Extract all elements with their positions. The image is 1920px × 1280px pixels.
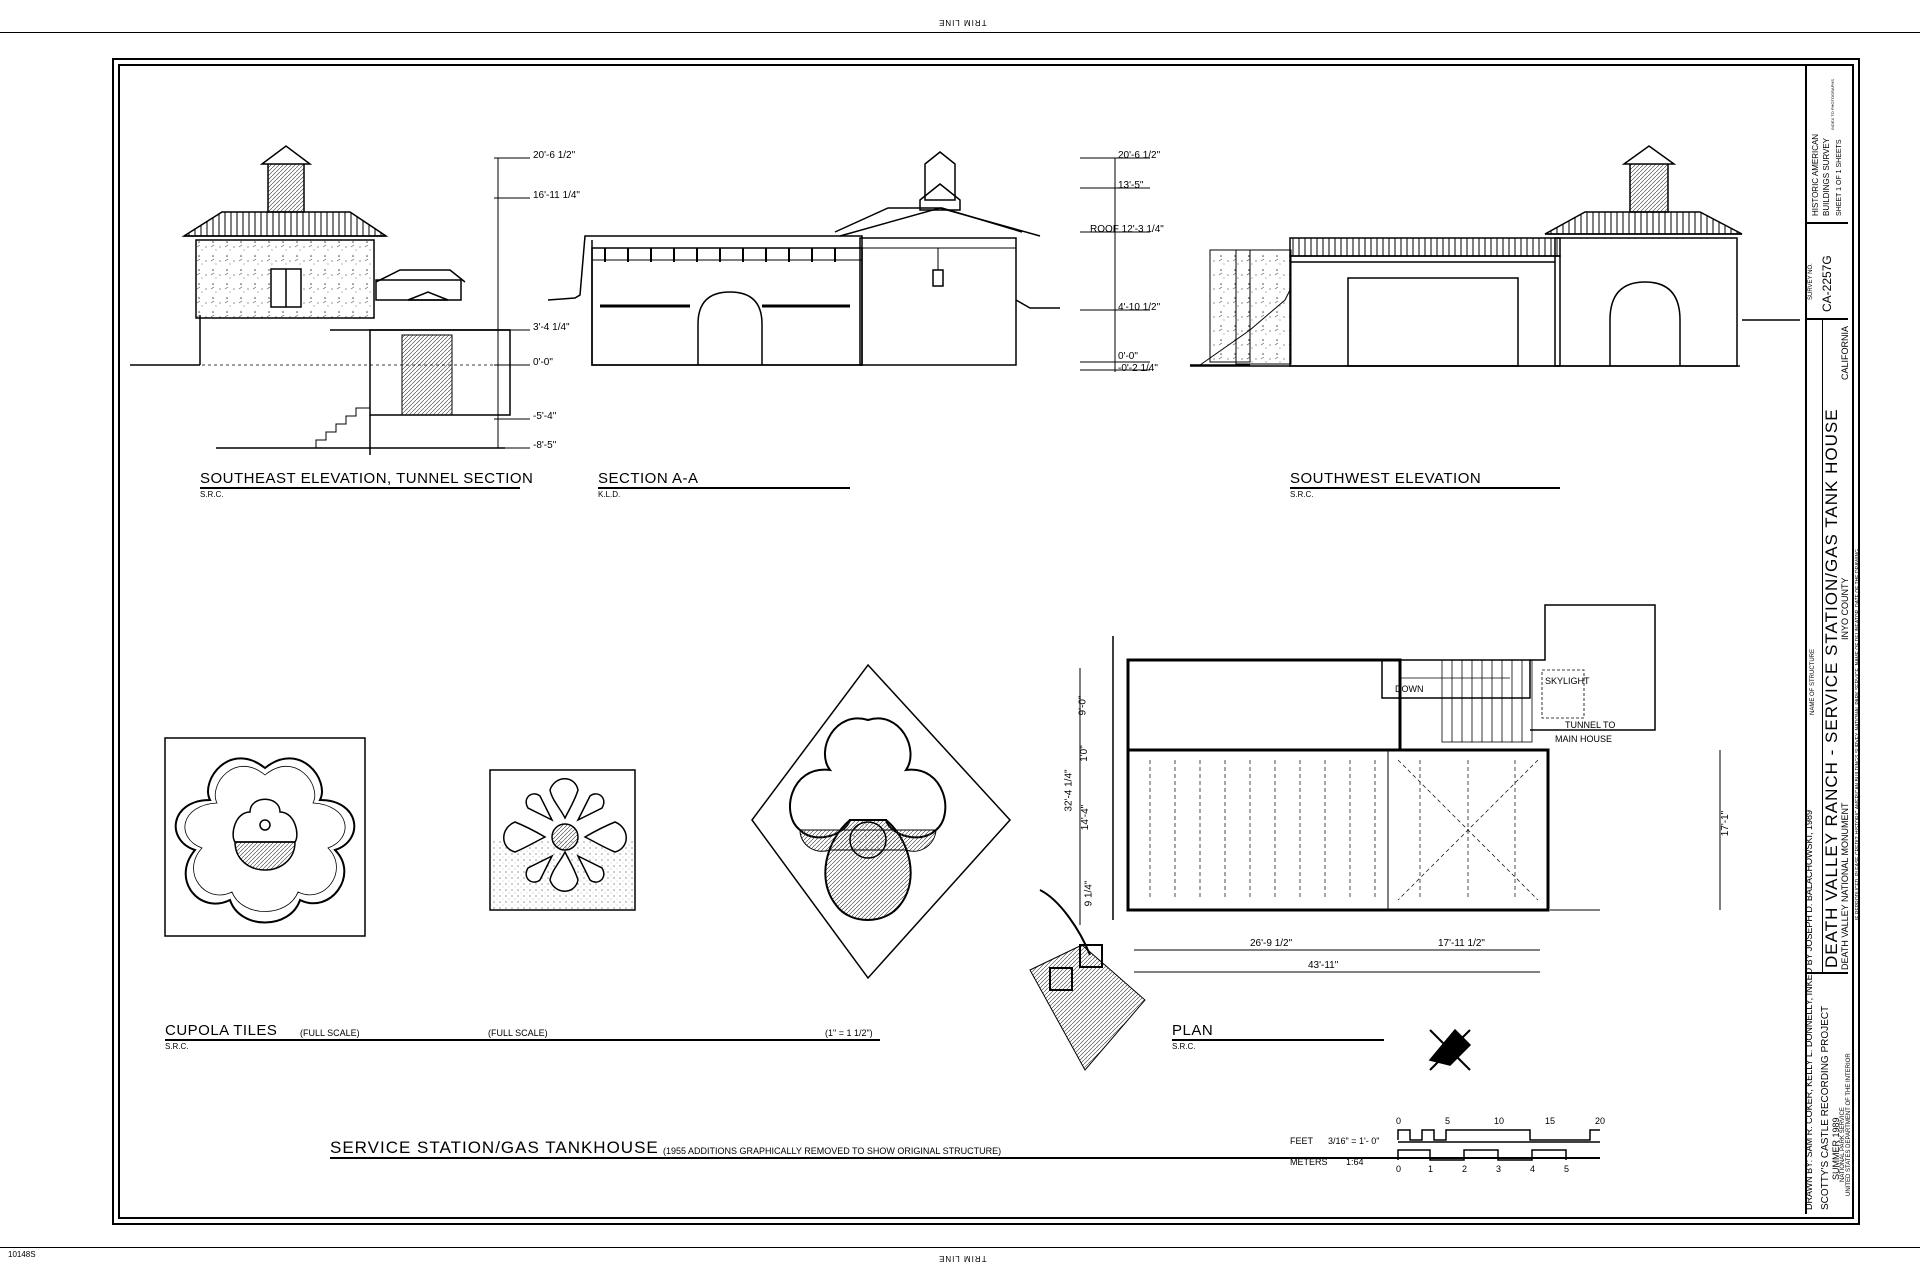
- cupola-tile-1: [164, 737, 366, 937]
- scale-meters-value: 1:64: [1346, 1157, 1364, 1167]
- cupola-title-rule: [165, 1039, 880, 1041]
- southeast-elevation: [130, 145, 530, 455]
- plan-label-down: DOWN: [1395, 684, 1424, 694]
- scale-bar-graphic: [1397, 1129, 1600, 1161]
- southwest-author: S.R.C.: [1290, 490, 1314, 499]
- plan-label-tunnel: TUNNEL TO: [1565, 720, 1616, 730]
- meter-tick-2: 2: [1462, 1164, 1468, 1174]
- southwest-elevation-title: SOUTHWEST ELEVATION: [1290, 470, 1482, 487]
- southwest-elevation: [1190, 145, 1800, 367]
- southeast-level-6: -8'-5": [533, 440, 557, 451]
- meter-tick-4: 4: [1530, 1164, 1536, 1174]
- southeast-level-3: 3'-4 1/4": [533, 322, 570, 333]
- southeast-level-1: 20'-6 1/2": [533, 150, 576, 161]
- location-text: DEATH VALLEY NATIONAL MONUMENT: [1840, 802, 1850, 970]
- plan-author: S.R.C.: [1172, 1042, 1196, 1051]
- scale-feet-value: 3/16" = 1'- 0": [1328, 1136, 1380, 1146]
- plan-title: PLAN: [1172, 1022, 1214, 1039]
- cupola-tile-3: [751, 663, 1012, 980]
- title-block-left-rule: [1822, 320, 1823, 972]
- southeast-level-4: 0'-0": [533, 357, 553, 368]
- plan-dim-4: 14'-4": [1080, 804, 1092, 831]
- plan-dim-8: 17'-11 1/2": [1438, 938, 1485, 949]
- feet-tick-5: 5: [1445, 1116, 1451, 1126]
- habs-text: HISTORIC AMERICAN BUILDINGS SURVEY: [1811, 133, 1831, 216]
- section-aa-author: K.L.D.: [598, 490, 621, 499]
- southeast-title-rule: [200, 487, 520, 489]
- section-aa-title: SECTION A-A: [598, 470, 699, 487]
- state-text: CALIFORNIA: [1840, 325, 1850, 380]
- section-aa: [547, 151, 1150, 372]
- cupola-tile-2: [489, 769, 636, 911]
- feet-tick-20: 20: [1595, 1116, 1606, 1126]
- cupola-scale-1: (FULL SCALE): [300, 1028, 360, 1038]
- feet-tick-0: 0: [1396, 1116, 1402, 1126]
- credits-text: DRAWN BY: SAM R. COKER, KELLY L. DONNELL…: [1804, 810, 1814, 1210]
- southwest-level-5: 0'-0": [1118, 351, 1138, 362]
- index-label: INDEX TO PHOTOGRAPHS: [1830, 79, 1835, 130]
- southwest-title-rule: [1290, 487, 1560, 489]
- title-block-frame: [1805, 66, 1850, 1214]
- plan-dim-6: 17'-1": [1720, 810, 1732, 837]
- title-block-divider-2: [1805, 318, 1848, 320]
- scale-feet-label: FEET: [1290, 1136, 1314, 1146]
- southeast-level-5: -5'-4": [533, 411, 557, 422]
- cupola-scale-3: (1" = 1 1/2"): [825, 1028, 873, 1038]
- plan-title-rule: [1172, 1039, 1384, 1041]
- meter-tick-3: 3: [1496, 1164, 1502, 1174]
- main-title: SERVICE STATION/GAS TANKHOUSE: [330, 1138, 659, 1157]
- plan-dim-9: 43'-11": [1308, 960, 1339, 971]
- sheet-code: 10148S: [8, 1250, 36, 1259]
- feet-tick-15: 15: [1545, 1116, 1556, 1126]
- building-name: DEATH VALLEY RANCH - SERVICE STATION/GAS…: [1822, 408, 1841, 968]
- title-block-divider-1: [1805, 222, 1848, 224]
- southwest-level-6: -0'-2 1/4": [1118, 363, 1158, 374]
- main-title-note: (1955 ADDITIONS GRAPHICALLY REMOVED TO S…: [663, 1146, 1002, 1156]
- cupola-author: S.R.C.: [165, 1042, 189, 1051]
- southeast-author: S.R.C.: [200, 490, 224, 499]
- reproduction-note: IF REPRODUCED, PLEASE CREDIT: HISTORIC A…: [1855, 549, 1861, 920]
- trim-rule-bottom: [0, 1247, 1920, 1248]
- southwest-level-1: 20'-6 1/2": [1118, 150, 1161, 161]
- county-text: INYO COUNTY: [1840, 577, 1850, 640]
- sheet-border-outer: [112, 58, 1860, 1225]
- plan-dim-7: 26'-9 1/2": [1250, 938, 1293, 949]
- sheet-text: SHEET 1 OF 1 SHEETS: [1836, 139, 1843, 216]
- southeast-elevation-title: SOUTHEAST ELEVATION, TUNNEL SECTION: [200, 470, 534, 487]
- section-aa-title-rule: [598, 487, 850, 489]
- survey-label: SURVEY NO.: [1808, 263, 1814, 300]
- plan-drawing: [1029, 604, 1721, 1071]
- plan-label-main-house: MAIN HOUSE: [1555, 734, 1613, 744]
- agency-2: UNITED STATES DEPARTMENT OF THE INTERIOR: [1846, 1053, 1852, 1196]
- sheet-border-inner: [118, 64, 1854, 1219]
- title-block-divider-3: [1805, 972, 1848, 974]
- southwest-level-3: ROOF 12'-3 1/4": [1090, 224, 1164, 235]
- cupola-scale-2: (FULL SCALE): [488, 1028, 548, 1038]
- plan-dim-3: 32'-4 1/4": [1063, 769, 1075, 812]
- plan-dim-2: 1'0": [1078, 745, 1090, 762]
- cupola-tiles-title: CUPOLA TILES: [165, 1022, 278, 1039]
- southeast-level-2: 16'-11 1/4": [533, 190, 580, 201]
- meter-tick-0: 0: [1396, 1164, 1402, 1174]
- plan-dim-5: 9 1/4": [1083, 880, 1095, 907]
- southwest-level-2: 13'-5": [1118, 180, 1144, 191]
- name-of-structure-label: NAME OF STRUCTURE: [1810, 649, 1816, 715]
- trim-rule-top: [0, 32, 1920, 33]
- meter-tick-5: 5: [1564, 1164, 1570, 1174]
- survey-number: CA-2257G: [1820, 255, 1834, 312]
- meter-tick-1: 1: [1428, 1164, 1434, 1174]
- plan-dim-1: 9'-0": [1077, 695, 1089, 716]
- plan-label-skylight: SKYLIGHT: [1545, 676, 1590, 686]
- scale-meters-label: METERS: [1290, 1157, 1328, 1167]
- main-title-rule: [330, 1157, 1600, 1159]
- southwest-level-4: 4'-10 1/2": [1118, 302, 1161, 313]
- feet-tick-10: 10: [1494, 1116, 1505, 1126]
- project-text: SCOTTY'S CASTLE RECORDING PROJECT: [1820, 1005, 1831, 1210]
